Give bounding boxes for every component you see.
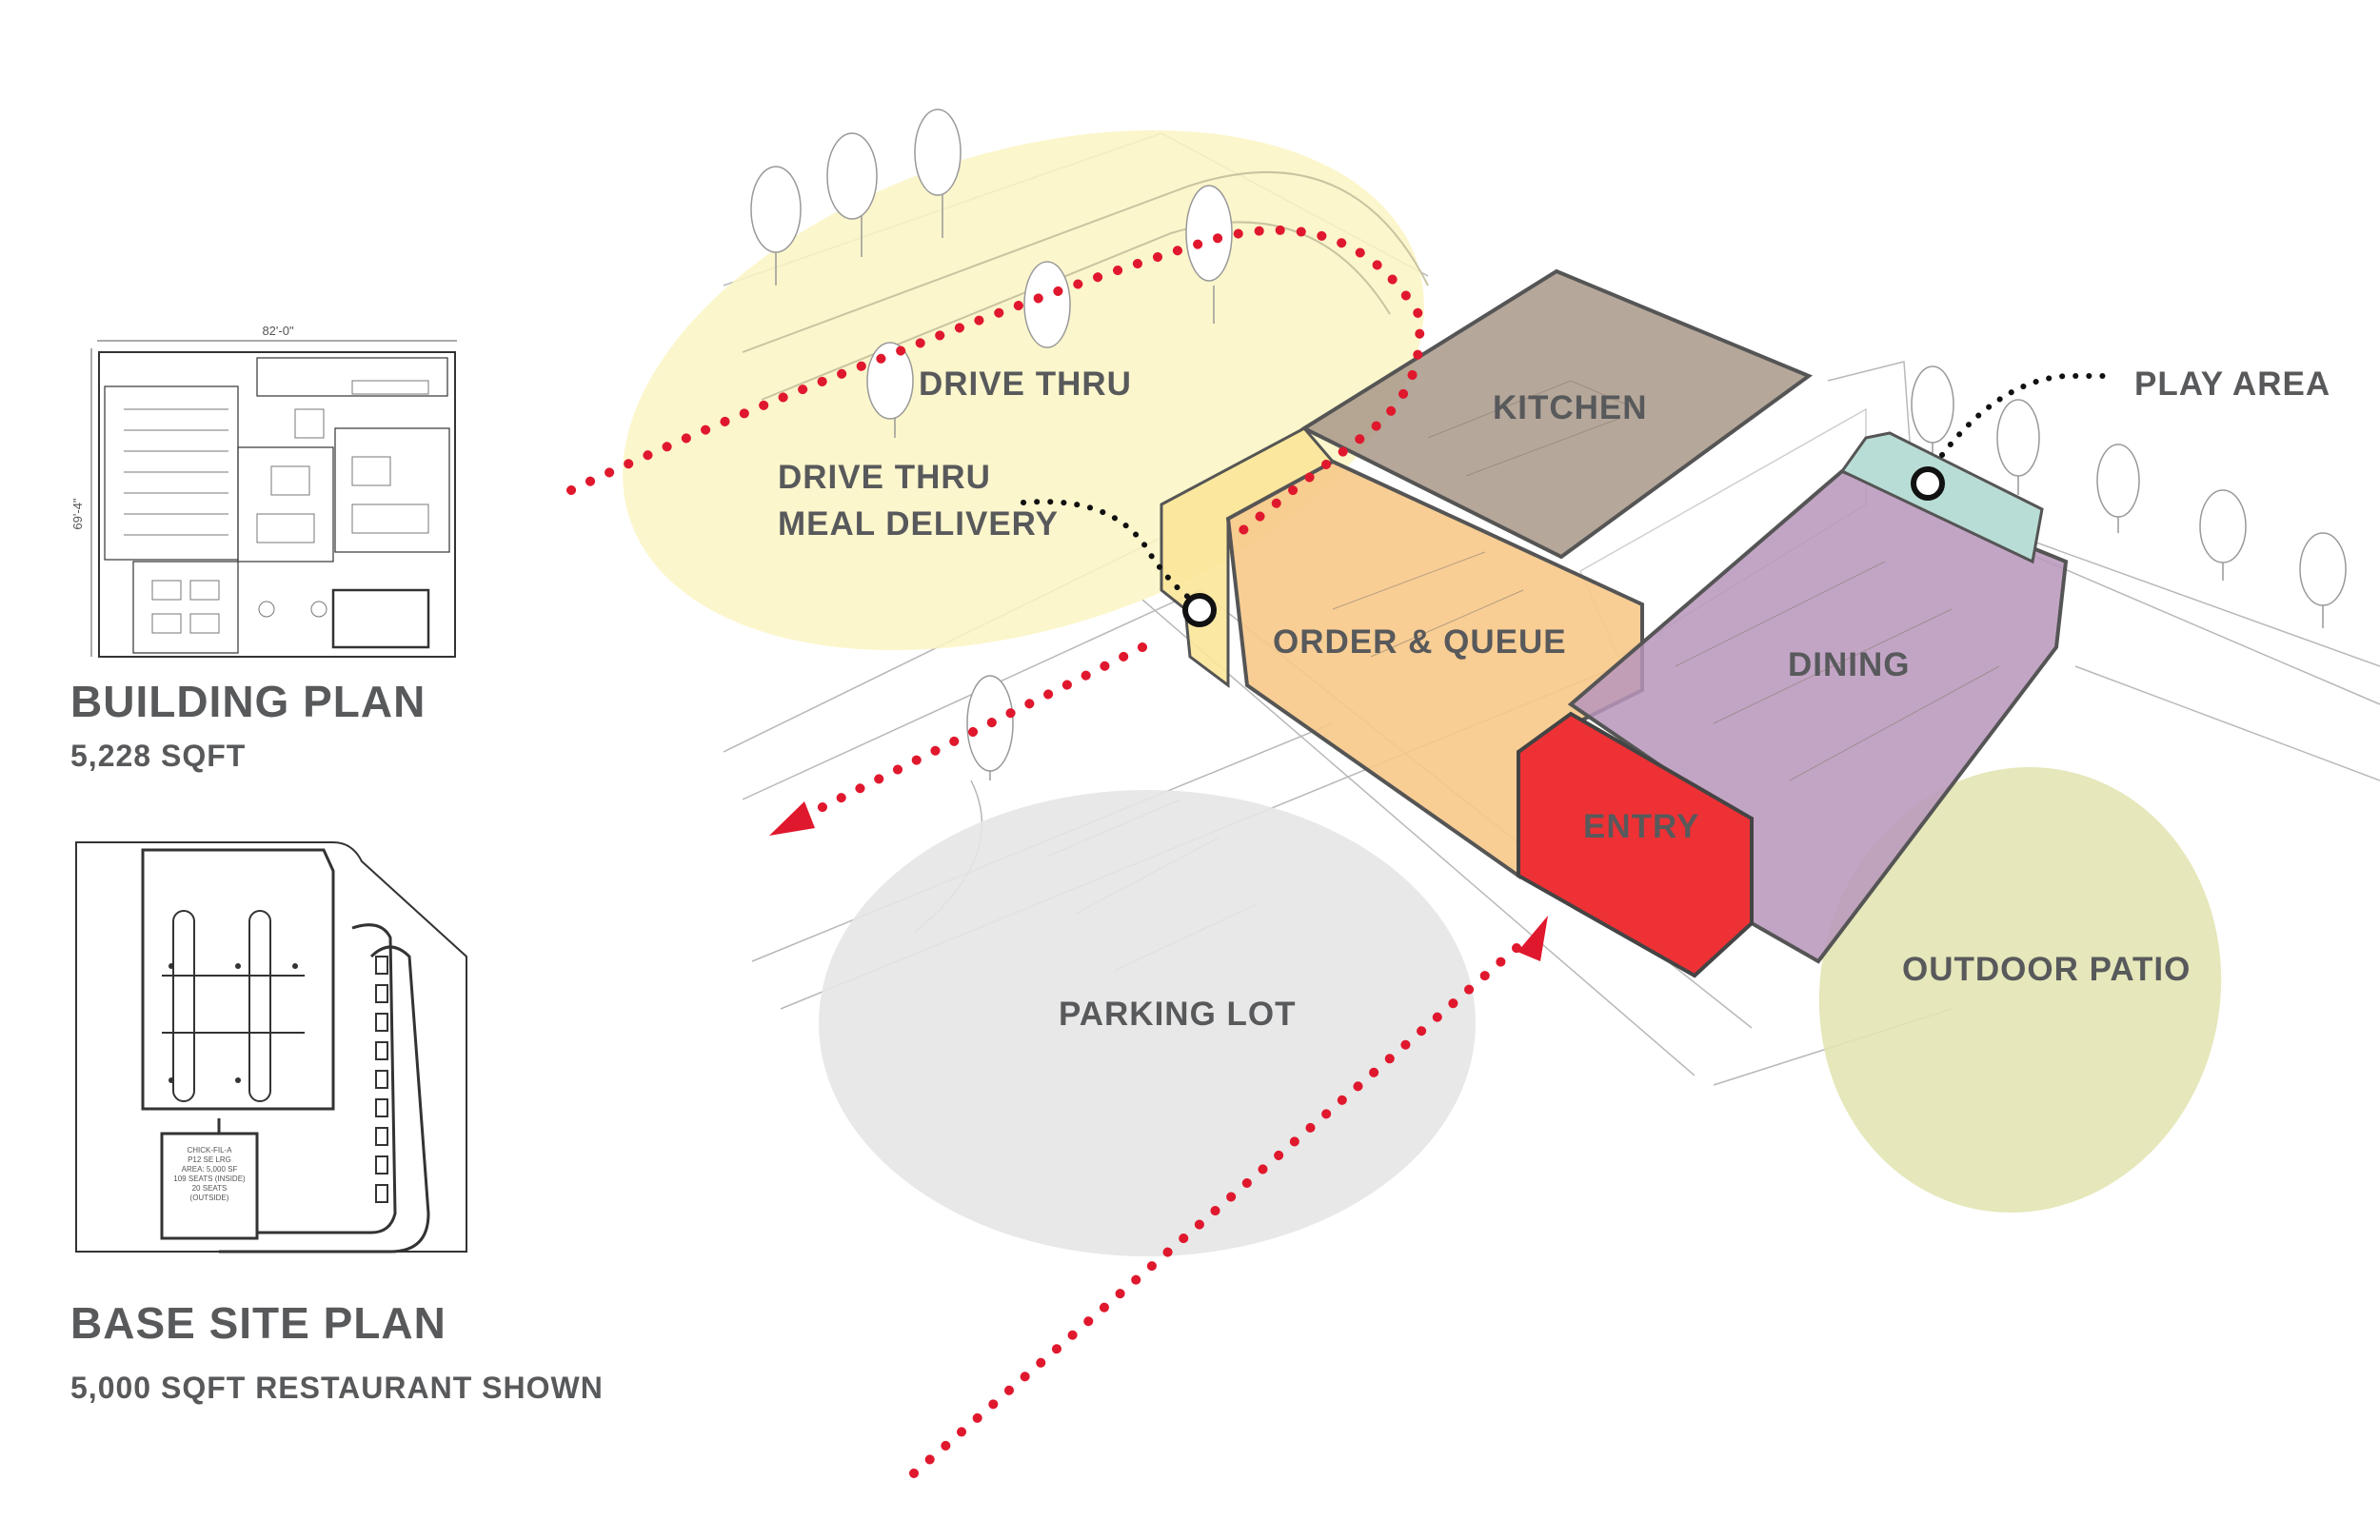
- outdoor-patio-label: OUTDOOR PATIO: [1902, 951, 2191, 988]
- kitchen-block: [1299, 268, 1814, 560]
- building-plan-thumbnail: 82'-0" 69'-4": [70, 324, 457, 658]
- site-block-line: 20 SEATS: [192, 1184, 228, 1193]
- entry-label: ENTRY: [1583, 808, 1699, 845]
- meal-delivery-marker: [1182, 593, 1217, 627]
- drive-thru-exit-arrowhead: [769, 801, 815, 836]
- trees: [750, 109, 2347, 780]
- site-block-line: P12 SE LRG: [188, 1155, 231, 1164]
- building-plan-title: BUILDING PLAN: [70, 677, 426, 726]
- meal-delivery-label-line2: MEAL DELIVERY: [778, 505, 1059, 543]
- site-block-line: AREA: 5,000 SF: [182, 1165, 238, 1174]
- building-plan-area: 5,228 SQFT: [70, 739, 247, 773]
- entry-block: [1517, 711, 1754, 978]
- site-block-line: 109 SEATS (INSIDE): [173, 1175, 246, 1183]
- parking-lot-label: PARKING LOT: [1059, 996, 1297, 1033]
- play-area-block: [1839, 431, 2044, 564]
- play-area-marker: [1911, 466, 1945, 501]
- order-queue-label: ORDER & QUEUE: [1273, 623, 1567, 661]
- meal-delivery-label-line1: DRIVE THRU: [778, 459, 991, 496]
- site-block-line: (OUTSIDE): [190, 1194, 229, 1202]
- play-area-label: PLAY AREA: [2134, 365, 2330, 403]
- plan-width-dimension: 82'-0": [262, 324, 294, 338]
- site-plan-note: 5,000 SQFT RESTAURANT SHOWN: [70, 1371, 604, 1405]
- site-plan-thumbnail: CHICK-FIL-A P12 SE LRG AREA: 5,000 SF 10…: [75, 841, 467, 1254]
- flow-arrows: [566, 225, 1548, 1478]
- entry-approach-arrowhead: [1517, 916, 1548, 961]
- outdoor-patio-zone: [1818, 767, 2222, 1213]
- plan-height-dimension: 69'-4": [70, 498, 85, 530]
- site-block-line: CHICK-FIL-A: [187, 1146, 232, 1155]
- parking-lot-zone: [819, 790, 1476, 1256]
- site-plan-title: BASE SITE PLAN: [70, 1298, 446, 1348]
- dining-label: DINING: [1788, 646, 1911, 683]
- drive-thru-label: DRIVE THRU: [919, 365, 1132, 403]
- kitchen-label: KITCHEN: [1493, 389, 1648, 426]
